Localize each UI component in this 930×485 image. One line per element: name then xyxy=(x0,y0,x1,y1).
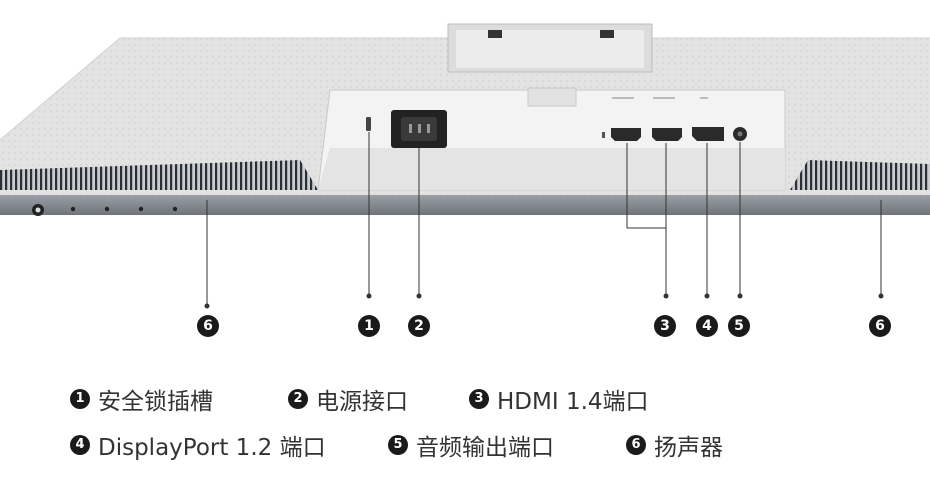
security-lock-slot xyxy=(366,117,371,131)
speaker-grille-left xyxy=(0,160,318,190)
callout-power: 2 xyxy=(408,315,430,337)
legend-row-1: 1 安全锁插槽 2 电源接口 3 HDMI 1.4端口 xyxy=(70,382,649,416)
legend-item-speaker: 6 扬声器 xyxy=(626,428,723,462)
callout-speaker-right: 6 xyxy=(869,315,891,337)
hdmi-port-1 xyxy=(611,128,641,141)
legend-number: 6 xyxy=(626,435,646,455)
legend-number: 3 xyxy=(469,389,489,409)
callout-security-lock: 1 xyxy=(358,315,380,337)
legend-label: DisplayPort 1.2 端口 xyxy=(98,435,326,461)
legend-label: HDMI 1.4端口 xyxy=(497,389,649,415)
legend-number: 2 xyxy=(288,389,308,409)
callout-displayport: 4 xyxy=(696,315,718,337)
leader-lines xyxy=(206,132,882,305)
legend-item-audio: 5 音频输出端口 xyxy=(388,428,626,462)
legend-label: 电源接口 xyxy=(316,389,408,415)
callout-speaker-left: 6 xyxy=(197,315,219,337)
callout-audio: 5 xyxy=(728,315,750,337)
legend-item-security-lock: 1 安全锁插槽 xyxy=(70,382,288,416)
bottom-bezel xyxy=(0,195,930,215)
legend-label: 音频输出端口 xyxy=(416,435,554,461)
hdmi-port-2 xyxy=(652,128,682,141)
displayport-port xyxy=(692,127,724,141)
legend-label: 扬声器 xyxy=(654,435,723,461)
legend-number: 5 xyxy=(388,435,408,455)
callout-hdmi: 3 xyxy=(654,315,676,337)
legend-number: 4 xyxy=(70,435,90,455)
legend-item-hdmi: 3 HDMI 1.4端口 xyxy=(469,382,649,416)
legend-label: 安全锁插槽 xyxy=(98,389,213,415)
legend-row-2: 4 DisplayPort 1.2 端口 5 音频输出端口 6 扬声器 xyxy=(70,428,723,462)
legend-item-displayport: 4 DisplayPort 1.2 端口 xyxy=(70,428,388,462)
legend-item-power: 2 电源接口 xyxy=(288,382,469,416)
speaker-grille-right xyxy=(790,160,930,190)
legend-number: 1 xyxy=(70,389,90,409)
